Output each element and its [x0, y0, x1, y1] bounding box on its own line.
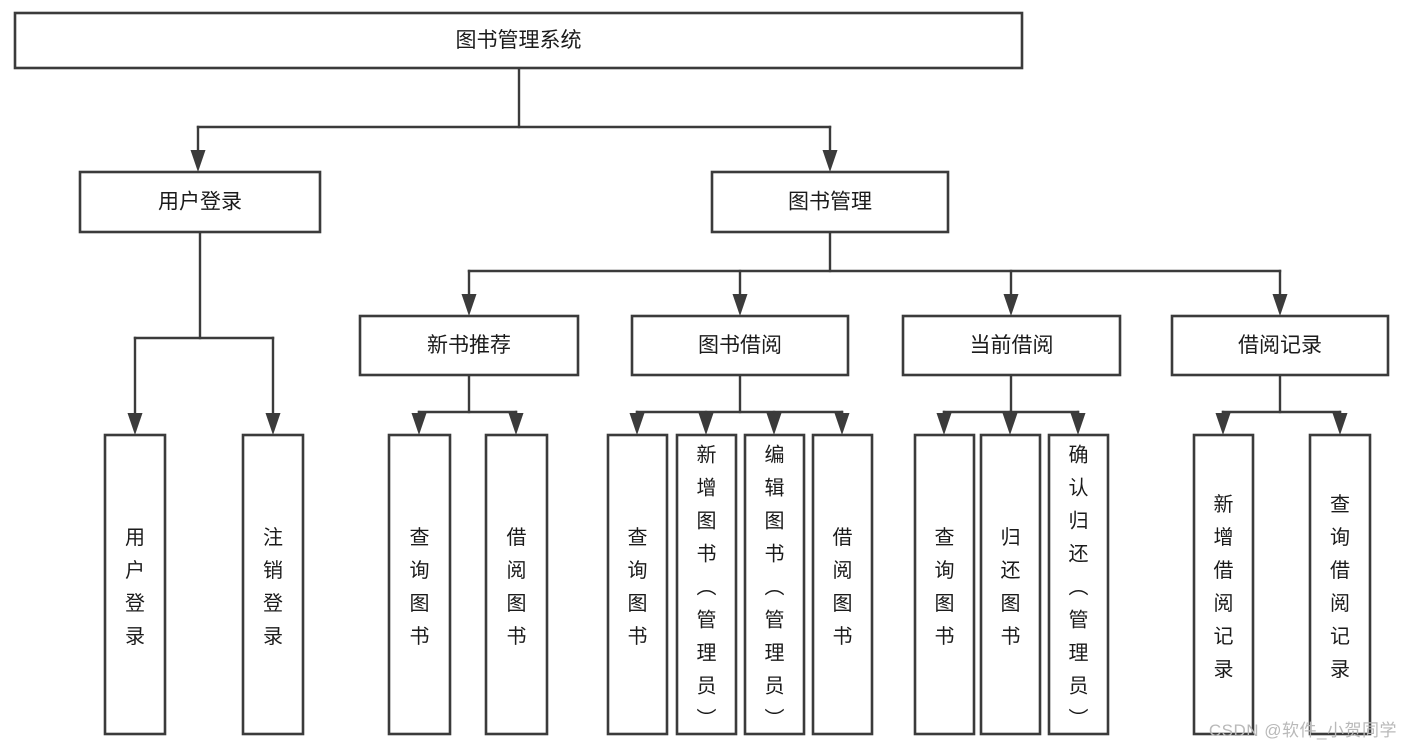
node-box[interactable] — [78, 170, 322, 234]
node-box[interactable] — [13, 11, 1024, 70]
leaf-node-查询图书[interactable]: 查询图书 — [913, 433, 976, 736]
node-label: 注销登录 — [263, 526, 283, 648]
node-box[interactable] — [484, 433, 549, 736]
leaf-node-借阅图书[interactable]: 借阅图书 — [811, 433, 874, 736]
node-label: 新增借阅记录 — [1214, 493, 1234, 681]
connector-current-to-leaves — [936, 373, 1086, 435]
nodes-layer: 图书管理系统用户登录图书管理新书推荐图书借阅当前借阅借阅记录用户登录注销登录查询… — [13, 11, 1390, 736]
leaf-node-查询图书[interactable]: 查询图书 — [387, 433, 452, 736]
leaf-node-用户登录[interactable]: 用户登录 — [103, 433, 167, 736]
node-box[interactable] — [630, 314, 850, 377]
node-box[interactable] — [811, 433, 874, 736]
node-label: 用户登录 — [158, 191, 242, 214]
level3-node-新书推荐[interactable]: 新书推荐 — [358, 314, 580, 377]
connector-root-to-level2 — [190, 66, 838, 172]
level2-node-图书管理[interactable]: 图书管理 — [710, 170, 950, 234]
leaf-node-确认归还管理员[interactable]: 确认归还︵管理员︶ — [1047, 433, 1110, 736]
node-box[interactable] — [1192, 433, 1255, 736]
level2-node-用户登录[interactable]: 用户登录 — [78, 170, 322, 234]
leaf-node-新增借阅记录[interactable]: 新增借阅记录 — [1192, 433, 1255, 736]
leaf-node-注销登录[interactable]: 注销登录 — [241, 433, 305, 736]
node-box[interactable] — [606, 433, 669, 736]
node-label: 图书管理系统 — [456, 29, 582, 52]
node-label: 新增图书︵管理员︶ — [697, 444, 717, 731]
node-label: 查询图书 — [628, 526, 648, 648]
connector-login-to-leaves — [127, 230, 281, 435]
node-box[interactable] — [103, 433, 167, 736]
connector-bookmgmt-to-level3 — [461, 230, 1288, 316]
node-label: 确认归还︵管理员︶ — [1069, 444, 1089, 731]
level3-node-当前借阅[interactable]: 当前借阅 — [901, 314, 1122, 377]
root-node-图书管理系统[interactable]: 图书管理系统 — [13, 11, 1024, 70]
connector-record-to-leaves — [1215, 373, 1348, 435]
leaf-node-新增图书管理员[interactable]: 新增图书︵管理员︶ — [675, 433, 738, 736]
node-label: 图书借阅 — [698, 334, 782, 357]
node-box[interactable] — [743, 433, 806, 736]
node-box[interactable] — [901, 314, 1122, 377]
node-box[interactable] — [675, 433, 738, 736]
level3-node-借阅记录[interactable]: 借阅记录 — [1170, 314, 1390, 377]
node-box[interactable] — [1308, 433, 1372, 736]
node-label: 借阅记录 — [1238, 334, 1322, 357]
leaf-node-查询借阅记录[interactable]: 查询借阅记录 — [1308, 433, 1372, 736]
node-box[interactable] — [387, 433, 452, 736]
node-label: 查询图书 — [410, 526, 430, 648]
watermark-text: CSDN @软件_小贺同学 — [1208, 721, 1397, 740]
node-label: 归还图书 — [1001, 526, 1021, 648]
node-label: 借阅图书 — [507, 526, 527, 648]
node-label: 用户登录 — [125, 527, 145, 648]
leaf-node-借阅图书[interactable]: 借阅图书 — [484, 433, 549, 736]
leaf-node-编辑图书管理员[interactable]: 编辑图书︵管理员︶ — [743, 433, 806, 736]
leaf-node-查询图书[interactable]: 查询图书 — [606, 433, 669, 736]
node-box[interactable] — [358, 314, 580, 377]
connector-borrow-to-leaves — [629, 373, 850, 435]
node-label: 编辑图书︵管理员︶ — [765, 444, 785, 731]
node-label: 查询借阅记录 — [1330, 493, 1350, 681]
node-label: 查询图书 — [935, 526, 955, 648]
node-label: 借阅图书 — [833, 526, 853, 648]
node-box[interactable] — [913, 433, 976, 736]
node-box[interactable] — [710, 170, 950, 234]
node-box[interactable] — [241, 433, 305, 736]
connectors-layer — [127, 66, 1348, 435]
node-label: 新书推荐 — [427, 334, 511, 357]
level3-node-图书借阅[interactable]: 图书借阅 — [630, 314, 850, 377]
node-box[interactable] — [1047, 433, 1110, 736]
connector-newbook-to-leaves — [411, 373, 524, 435]
node-box[interactable] — [1170, 314, 1390, 377]
node-box[interactable] — [979, 433, 1042, 736]
node-label: 当前借阅 — [970, 334, 1054, 357]
leaf-node-归还图书[interactable]: 归还图书 — [979, 433, 1042, 736]
node-label: 图书管理 — [788, 191, 872, 214]
